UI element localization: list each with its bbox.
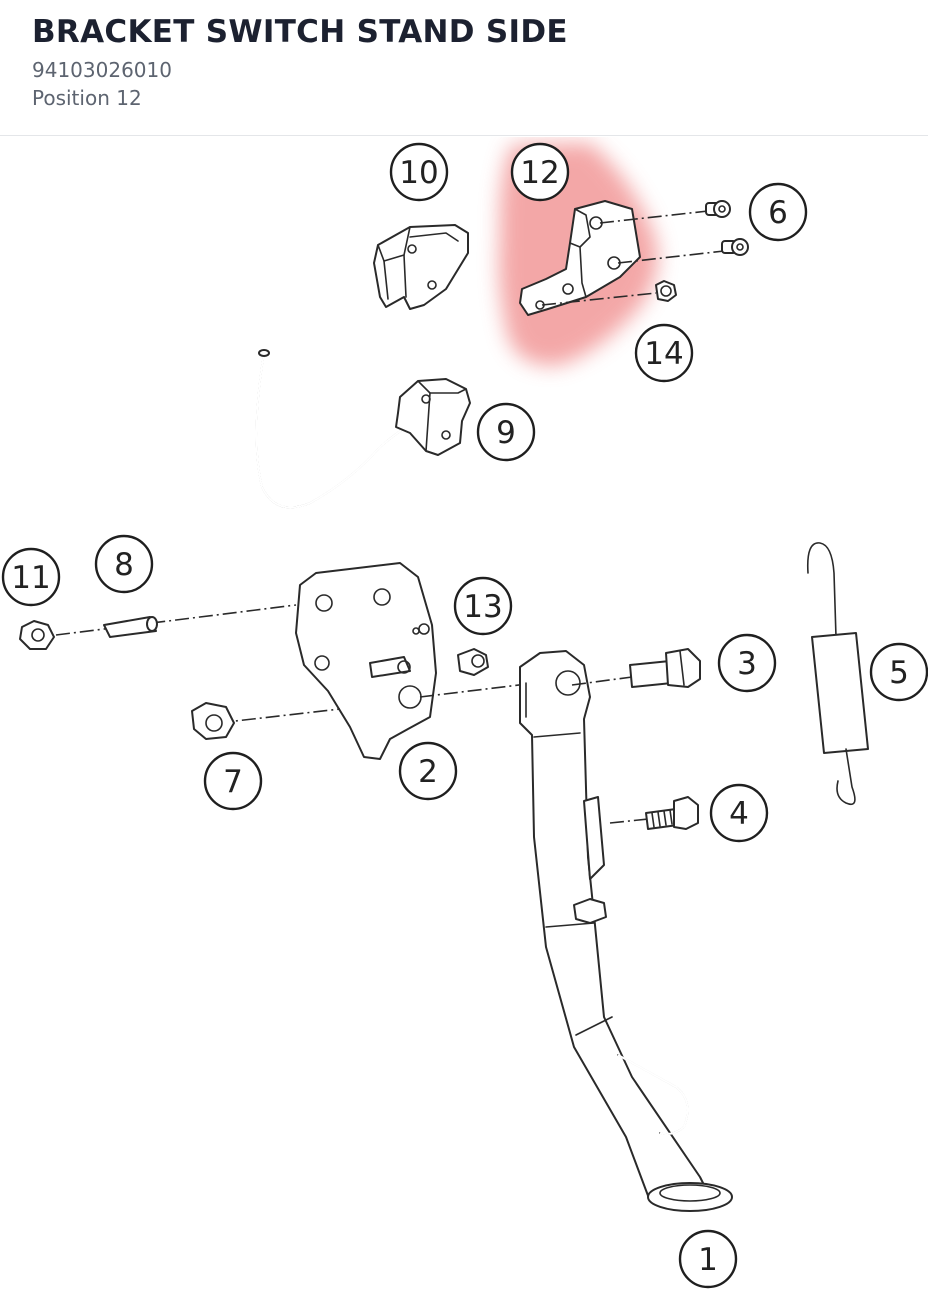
callout-1-label: 1 [698, 1242, 718, 1278]
part-11-nut[interactable] [19, 620, 55, 650]
callout-5[interactable]: 5 [869, 642, 928, 702]
callout-9-label: 9 [496, 415, 516, 451]
callout-9[interactable]: 9 [476, 402, 536, 462]
callout-6-label: 6 [768, 195, 788, 231]
page-header: BRACKET SWITCH STAND SIDE 94103026010 Po… [0, 0, 928, 136]
callout-5-label: 5 [889, 655, 909, 691]
part-14-nut[interactable] [541, 280, 677, 306]
callout-10-label: 10 [399, 155, 438, 191]
part-4-bolt[interactable] [609, 796, 699, 830]
exploded-parts-diagram: 1 2 3 4 5 6 7 8 9 10 11 12 [1, 142, 928, 1289]
part-6-screws[interactable] [599, 200, 749, 264]
part-2-stand-bracket[interactable] [295, 562, 437, 760]
callout-12-label: 12 [520, 155, 559, 191]
callout-3-label: 3 [737, 646, 757, 682]
callout-3[interactable]: 3 [717, 633, 777, 693]
part-8-spacer-sleeve[interactable] [55, 604, 297, 638]
part-1-side-stand[interactable] [519, 650, 733, 1212]
callout-6[interactable]: 6 [748, 182, 808, 242]
page-title: BRACKET SWITCH STAND SIDE [32, 14, 568, 50]
callout-2-label: 2 [418, 754, 438, 790]
part-number: 94103026010 [32, 58, 172, 82]
callout-7-label: 7 [223, 764, 243, 800]
callout-13-label: 13 [463, 589, 502, 625]
part-5-spring[interactable] [806, 542, 869, 806]
position-label: Position 12 [32, 86, 142, 110]
part-13-bushing[interactable] [457, 648, 489, 676]
callout-13[interactable]: 13 [453, 576, 513, 636]
callout-4[interactable]: 4 [709, 783, 769, 843]
callout-4-label: 4 [729, 796, 749, 832]
part-7-nut[interactable] [191, 680, 553, 740]
callout-2[interactable]: 2 [398, 741, 458, 801]
part-9-side-stand-switch[interactable] [255, 349, 471, 509]
callout-10[interactable]: 10 [389, 142, 449, 202]
callout-14-label: 14 [644, 336, 683, 372]
part-10-switch-cover[interactable] [373, 224, 469, 310]
callout-8[interactable]: 8 [94, 534, 154, 594]
callout-14[interactable]: 14 [634, 323, 694, 383]
part-3-pivot-bolt[interactable] [571, 648, 701, 688]
callout-11[interactable]: 11 [1, 547, 61, 607]
callout-8-label: 8 [114, 547, 134, 583]
callout-1[interactable]: 1 [678, 1229, 738, 1289]
callout-12[interactable]: 12 [510, 142, 570, 202]
callout-7[interactable]: 7 [203, 751, 263, 811]
callout-11-label: 11 [11, 560, 50, 596]
